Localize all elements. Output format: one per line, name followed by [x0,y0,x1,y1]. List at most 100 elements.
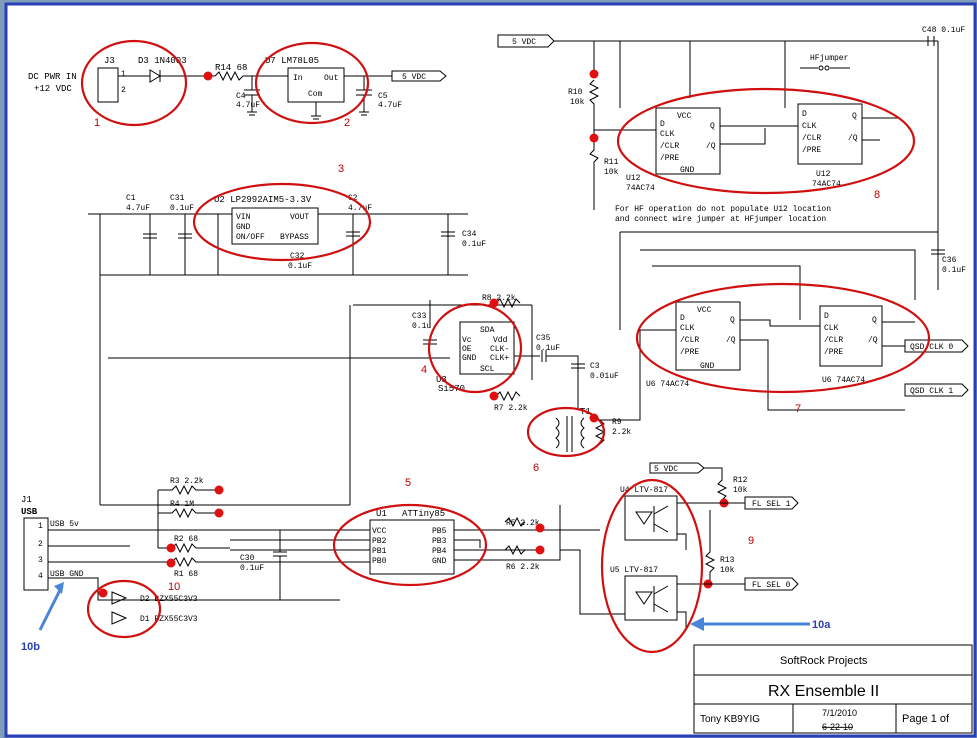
c34-value: 0.1uF [462,240,486,249]
u3-scl-pin: SCL [480,365,495,374]
highlight-4 [427,302,523,394]
c30-label: C30 [240,554,255,563]
u1-mcu [369,519,455,575]
net-fl-sel-1 [744,496,799,510]
r12-label: R12 [733,476,748,485]
u12a-q: Q [710,122,715,131]
r10-value: 10k [570,98,585,107]
u2-label: U2 LP2992AIM5-3.3V [214,195,312,205]
u6a-clk: CLK [680,324,695,333]
u12a-part: 74AC74 [626,184,655,193]
u1-vcc-pin: VCC [372,527,387,536]
d3-diode-symbol [149,69,161,83]
u3-gnd-pin: GND [462,354,477,363]
u4-label: U4 LTV-817 [620,486,668,495]
u6a-qn: /Q [726,336,736,345]
svg-text:4: 4 [38,572,43,581]
r14-label: R14 68 [215,63,247,73]
c31-value: 0.1uF [170,204,194,213]
d3-label: D3 1N4003 [138,56,187,66]
net-5vdc-out [391,70,447,82]
u12b-q: Q [852,112,857,121]
c33-label: C33 [412,312,427,321]
previous-date: 6-22-10 [822,722,853,732]
c35-label: C35 [536,334,551,343]
top-divider-section: 5 VDC C48 0.1uF HFjumper R10 10k R11 10k… [497,26,965,290]
u1-pb5-pin: PB5 [432,527,447,536]
test-point-r7 [489,391,499,401]
net-qsd-clk-1-label: QSD CLK 1 [910,387,953,396]
u12b-clr: /CLR [802,134,821,143]
c1-value: 4.7uF [126,204,150,213]
bottom-divider-section: C36 0.1uF VCC D CLK /CLR /PRE Q /Q GND U… [600,231,969,421]
c36-value: 0.1uF [942,266,966,275]
c4-value: 4.7uF [236,101,260,110]
r10-label: R10 [568,88,583,97]
r9-label: R9 [612,418,622,427]
u5-label: U5 LTV-817 [610,566,658,575]
c4-label: C4 [236,92,246,101]
u7-com-pin: Com [308,90,323,99]
u6b-q: Q [872,316,877,325]
transformer-section: T1 R9 2.2k 6 [526,406,631,474]
c48-label: C48 0.1uF [922,26,965,35]
u2-onoff-pin: ON/OFF [236,233,265,242]
test-point-r6 [535,545,545,555]
c5-label: C5 [378,92,388,101]
u3-sda-pin: SDA [480,326,495,335]
u12a-label: U12 [626,174,641,183]
u12a-clr: /CLR [660,142,679,151]
u6a-clr: /CLR [680,336,699,345]
net-fl-sel-1-label: FL SEL 1 [752,500,791,509]
u6a-vcc: VCC [697,306,712,315]
net-5vdc-opto-label: 5 VDC [654,465,678,474]
u12b-qn: /Q [848,134,858,143]
u3-clkp-pin: CLK+ [490,354,509,363]
r13-value: 10k [720,566,735,575]
u1-label: U1 [376,509,387,519]
company-name: SoftRock Projects [780,655,868,667]
j1-label: J1 [21,495,32,505]
test-point-r2 [166,543,176,553]
test-point-r10 [589,69,599,79]
highlight-8 [616,87,916,195]
svg-text:2: 2 [38,540,43,549]
u12a-pre: /PRE [660,154,679,163]
test-point-r8 [489,298,499,308]
opto-section: 5 VDC U4 LTV-817 R12 10k FL SEL 1 R13 10… [560,462,831,654]
annotation-1: 1 [94,117,100,129]
u6b-clr: /CLR [824,336,843,345]
d2-label: D2 BZX55C3V3 [140,595,198,604]
r8-label: R8 2.2k [482,294,516,303]
d1-label: D1 BZX55C3V3 [140,615,198,624]
c33-value: 0.1u [412,322,431,331]
c3-value: 0.01uF [590,372,619,381]
r13-label: R13 [720,556,735,565]
usb-label: USB [21,507,38,517]
u2-regulator [231,207,319,245]
power-input-section: DC PWR IN +12 VDC J3 12 D3 1N4003 R14 68… [28,39,447,129]
r5-label: R5 2.2k [506,519,540,528]
svg-text:1: 1 [121,70,126,79]
annotation-10a: 10a [812,619,831,631]
u12b-part: 74AC74 [812,180,841,189]
u7-in-pin: In [293,74,303,83]
highlight-9 [600,478,704,654]
test-point-r3 [214,485,224,495]
usb-gnd-net: USB GND [50,570,84,579]
schematic-title: RX Ensemble II [768,683,879,700]
u12a-qn: /Q [706,142,716,151]
u3-clkm-pin: CLK- [490,345,509,354]
annotation-8: 8 [874,189,880,201]
u12b-label: U12 [816,170,831,179]
u1-pb3-pin: PB3 [432,537,447,546]
test-point-r11 [589,133,599,143]
ldo-section: C1 4.7uF C31 0.1uF U2 LP2992AIM5-3.3V VI… [88,163,486,505]
u3-part: Si570 [438,384,465,394]
r1-label: R1 68 [174,570,198,579]
r4-label: R4 1M [170,500,194,509]
u2-vout-pin: VOUT [290,213,309,222]
arrow-10b [38,589,62,631]
r9-value: 2.2k [612,428,631,437]
